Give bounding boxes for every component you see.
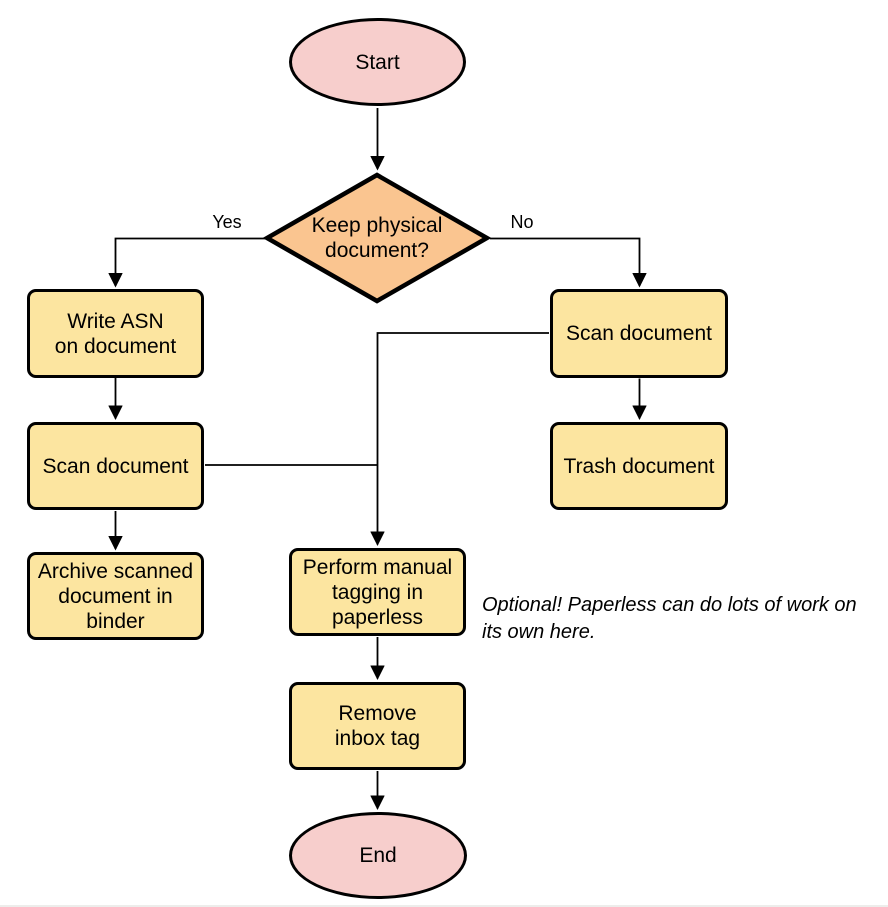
- node-remove-tag-label: Remove inbox tag: [334, 702, 421, 750]
- node-tagging: Perform manual tagging in paperless: [289, 548, 466, 636]
- edge-scan-right-to-tagging: [370, 332, 549, 546]
- edge-decision-yes-to-write-asn: [108, 237, 265, 288]
- node-remove-tag: Remove inbox tag: [289, 682, 466, 770]
- edge-label-yes: Yes: [212, 212, 242, 232]
- optional-note: Optional! Paperless can do lots of work …: [482, 594, 857, 643]
- edge-label-no: No: [510, 212, 534, 232]
- node-archive-label: Archive scanned document in binder: [37, 559, 194, 633]
- node-scan-document-right: Scan document: [550, 289, 728, 378]
- node-end-label: End: [359, 844, 397, 867]
- node-scan-document-left: Scan document: [27, 422, 204, 510]
- node-start-label: Start: [355, 50, 400, 74]
- diamond-polygon: [263, 172, 491, 304]
- node-write-asn: Write ASN on document: [27, 289, 204, 378]
- node-decision: Keep physical document?: [263, 172, 491, 304]
- node-trash: Trash document: [550, 422, 728, 510]
- node-scan-document-right-label: Scan document: [566, 322, 712, 345]
- node-start: Start: [289, 18, 466, 106]
- node-tagging-label: Perform manual tagging in paperless: [302, 555, 453, 629]
- diamond-shape: [263, 172, 491, 304]
- node-write-asn-label: Write ASN on document: [54, 309, 177, 358]
- bottom-divider: [0, 905, 888, 907]
- node-decision-label: Keep physical document?: [311, 214, 443, 262]
- node-trash-label: Trash document: [563, 454, 715, 478]
- edge-decision-no-to-scan-right: [490, 237, 647, 288]
- node-archive: Archive scanned document in binder: [27, 552, 204, 640]
- node-end: End: [289, 812, 467, 899]
- node-scan-document-left-label: Scan document: [42, 454, 189, 478]
